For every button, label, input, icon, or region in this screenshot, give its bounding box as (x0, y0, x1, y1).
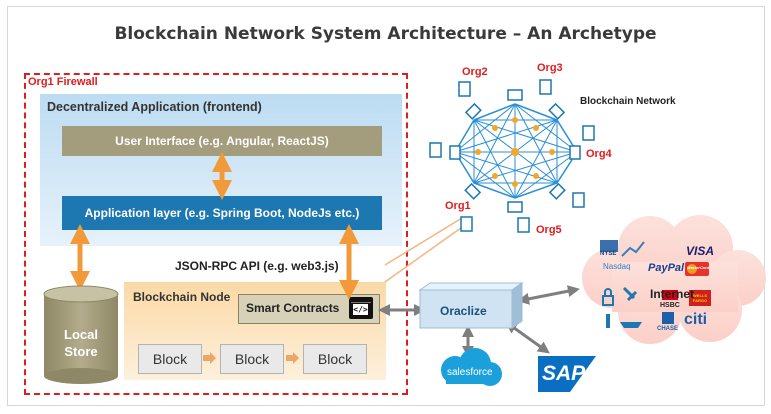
oraclize-sap-arrow (505, 321, 550, 354)
sap-logo-text: SAP (542, 362, 586, 385)
local-store-cylinder (43, 285, 119, 384)
block-2: Block (220, 344, 284, 374)
mastercard-logo-text: MasterCard (687, 265, 710, 270)
blockchain-network-label: Blockchain Network (580, 96, 676, 107)
satellite-icon (622, 286, 638, 302)
ui-layer-box: User Interface (e.g. Angular, ReactJS) (62, 126, 382, 156)
local-store-line-1: Local (64, 327, 98, 342)
citi-logo-text: citi (684, 311, 708, 328)
block-arrow-1 (203, 352, 216, 364)
salesforce-logo-text: salesforce (447, 367, 493, 378)
local-store-line-2: Store (64, 344, 98, 359)
org1-label: Org1 (445, 200, 471, 212)
oraclize-label: Oraclize (440, 304, 487, 318)
code-window-icon: </> (349, 297, 373, 319)
paypal-logo-text: PayPal (648, 262, 685, 274)
network-coin-icons (475, 117, 555, 187)
dapp-label: Decentralized Application (frontend) (47, 100, 262, 114)
wells-fargo-logo-text: WELLS FARGO (692, 293, 708, 303)
block-3: Block (303, 344, 367, 374)
salesforce-logo (441, 348, 502, 386)
lock-icon (602, 288, 614, 306)
org3-label: Org3 (537, 62, 563, 74)
jsonrpc-api-label: JSON-RPC API (e.g. web3.js) (175, 259, 339, 273)
diagram-title: Blockchain Network System Architecture –… (114, 24, 657, 44)
block-arrow-2 (286, 352, 299, 364)
visa-logo-text: VISA (686, 244, 715, 258)
chase-logo-text: CHASE (657, 326, 679, 332)
smart-contracts-label: Smart Contracts (246, 301, 340, 315)
app-layer-box: Application layer (e.g. Spring Boot, Nod… (62, 196, 382, 230)
thermometer-icon (606, 314, 610, 328)
org5-label: Org5 (536, 224, 562, 236)
org-server-icons (429, 79, 595, 233)
org1-link-line-1 (384, 224, 466, 283)
chase-icon (662, 312, 674, 324)
code-icon-glyph: </> (353, 304, 368, 315)
local-store-label: Local Store (52, 326, 110, 360)
blockchain-node-label: Blockchain Node (133, 290, 231, 304)
org1-firewall-boundary (24, 73, 408, 395)
hsbc-icon (662, 290, 678, 300)
internet-label: Internet (650, 287, 695, 301)
org4-label: Org4 (586, 148, 612, 160)
oraclize-box (418, 282, 524, 329)
block-1: Block (138, 344, 202, 374)
org2-label: Org2 (462, 66, 488, 78)
nyse-icon (600, 240, 618, 252)
nasdaq-logo-text: Nasdaq (603, 262, 631, 271)
hsbc-logo-text: HSBC (660, 302, 680, 309)
oraclize-internet-arrow (517, 285, 580, 305)
chart-up-icon (621, 241, 645, 257)
network-node-computers (449, 89, 581, 213)
wells-fargo-icon (689, 290, 711, 306)
nyse-logo-text: NYSE (600, 251, 617, 257)
ship-icon (620, 322, 642, 328)
org1-link-line-2 (384, 217, 463, 266)
sap-logo (538, 356, 596, 392)
firewall-label: Org1 Firewall (28, 76, 98, 88)
